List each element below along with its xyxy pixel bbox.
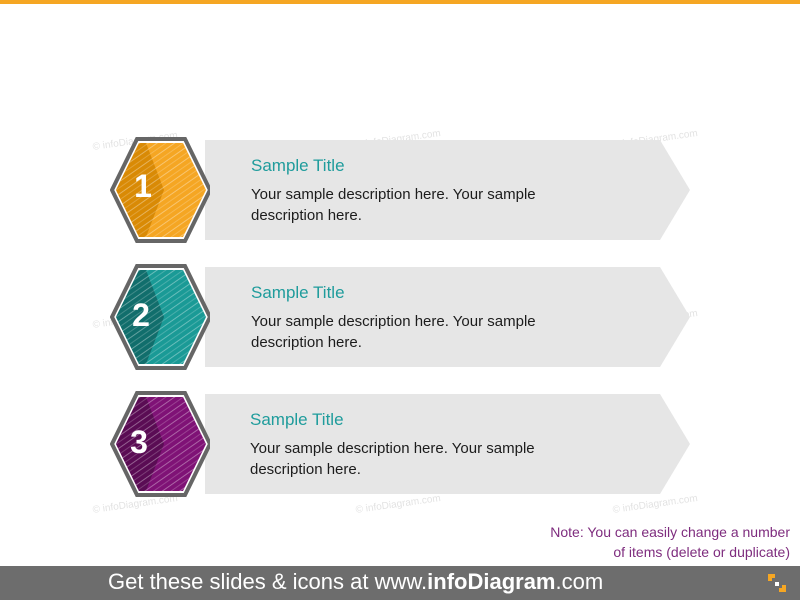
footer-prefix: Get these slides & icons at www.	[108, 569, 428, 594]
hexagon-badge	[110, 264, 210, 370]
footer-link[interactable]: Get these slides & icons at www.infoDiag…	[108, 569, 603, 595]
note-line: of items (delete or duplicate)	[613, 544, 790, 560]
hexagon-badge	[110, 137, 210, 243]
list-item: 1 Sample Title Your sample description h…	[0, 137, 800, 243]
footer-suffix: .com	[555, 569, 604, 594]
item-title: Sample Title	[251, 156, 345, 175]
note-line: Note: You can easily change a number	[550, 524, 790, 540]
list-item: 2 Sample Title Your sample description h…	[0, 264, 800, 370]
top-accent-bar	[0, 0, 800, 4]
arrow-band	[205, 394, 690, 494]
footer-bar: Get these slides & icons at www.infoDiag…	[0, 566, 800, 600]
list-item: 3 Sample Title Your sample description h…	[0, 391, 800, 497]
item-number: 1	[134, 168, 152, 204]
infodiagram-logo-icon	[768, 574, 786, 592]
arrow-band	[205, 267, 690, 367]
item-title: Sample Title	[250, 410, 344, 429]
item-description: Your sample description here. Your sampl…	[251, 186, 536, 224]
hexagon-badge	[110, 391, 210, 497]
item-title: Sample Title	[251, 283, 345, 302]
arrow-band	[205, 140, 690, 240]
watermark: © infoDiagram.com	[355, 493, 442, 516]
watermark: © infoDiagram.com	[612, 493, 699, 516]
item-number: 2	[132, 297, 150, 333]
item-description: Your sample description here. Your sampl…	[250, 440, 535, 478]
footer-brand: infoDiagram	[427, 569, 556, 594]
item-description: Your sample description here. Your sampl…	[251, 313, 536, 351]
note-text: Note: You can easily change a number of …	[550, 522, 790, 562]
item-number: 3	[130, 424, 148, 460]
